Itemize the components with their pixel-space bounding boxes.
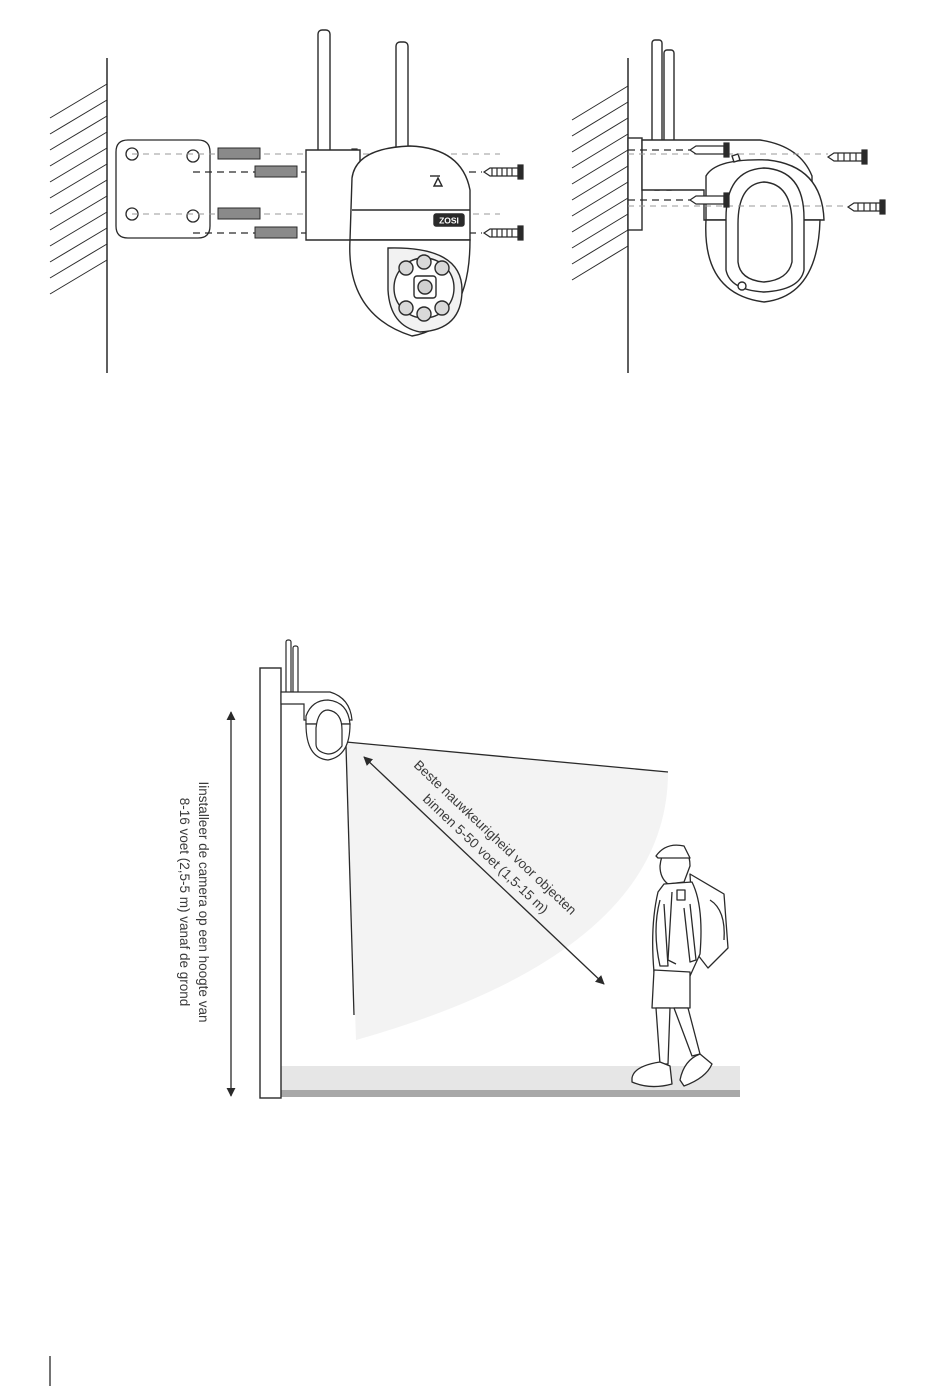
height-label-line2: 8-16 voet (2,5-5 m) vanaf de grond [177, 798, 192, 1007]
screw [484, 165, 523, 179]
mounted-camera-diagram [572, 40, 885, 373]
camera-lens [418, 280, 432, 294]
ir-led [435, 301, 449, 315]
exploded-mount-diagram: ZOSI [50, 30, 523, 373]
leg [674, 1008, 700, 1056]
wall-anchor [218, 208, 260, 219]
wall-post [260, 668, 281, 1098]
ir-led [399, 261, 413, 275]
screw [828, 150, 867, 164]
height-label-line1: Iinstalleer de camera op een hoogte van [196, 782, 211, 1023]
detection-range-diagram: Beste nauwkeurigheid voor objecten binne… [177, 640, 740, 1098]
leg [656, 1008, 670, 1064]
wall-anchors [218, 148, 297, 238]
detection-cone [346, 742, 668, 1040]
screw [848, 200, 885, 214]
wall-anchor [218, 148, 260, 159]
wall-anchor [255, 166, 297, 177]
wall-left [50, 58, 107, 373]
wall-right [572, 58, 628, 373]
ir-led [417, 255, 431, 269]
ir-led [417, 307, 431, 321]
wall-anchor [255, 227, 297, 238]
ir-led [435, 261, 449, 275]
brand-logo: ZOSI [439, 216, 459, 226]
cap [656, 845, 690, 858]
mounting-plate [628, 138, 642, 230]
mounting-plate [116, 140, 210, 238]
mounted-camera-small [281, 640, 352, 760]
ptz-camera-front [306, 30, 470, 336]
shorts [652, 970, 690, 1008]
antenna [396, 42, 408, 158]
antenna [318, 30, 330, 158]
ir-led [399, 301, 413, 315]
screw [484, 226, 523, 240]
person-illustration [632, 845, 728, 1086]
ground-edge [281, 1090, 740, 1097]
shoe [632, 1062, 672, 1087]
